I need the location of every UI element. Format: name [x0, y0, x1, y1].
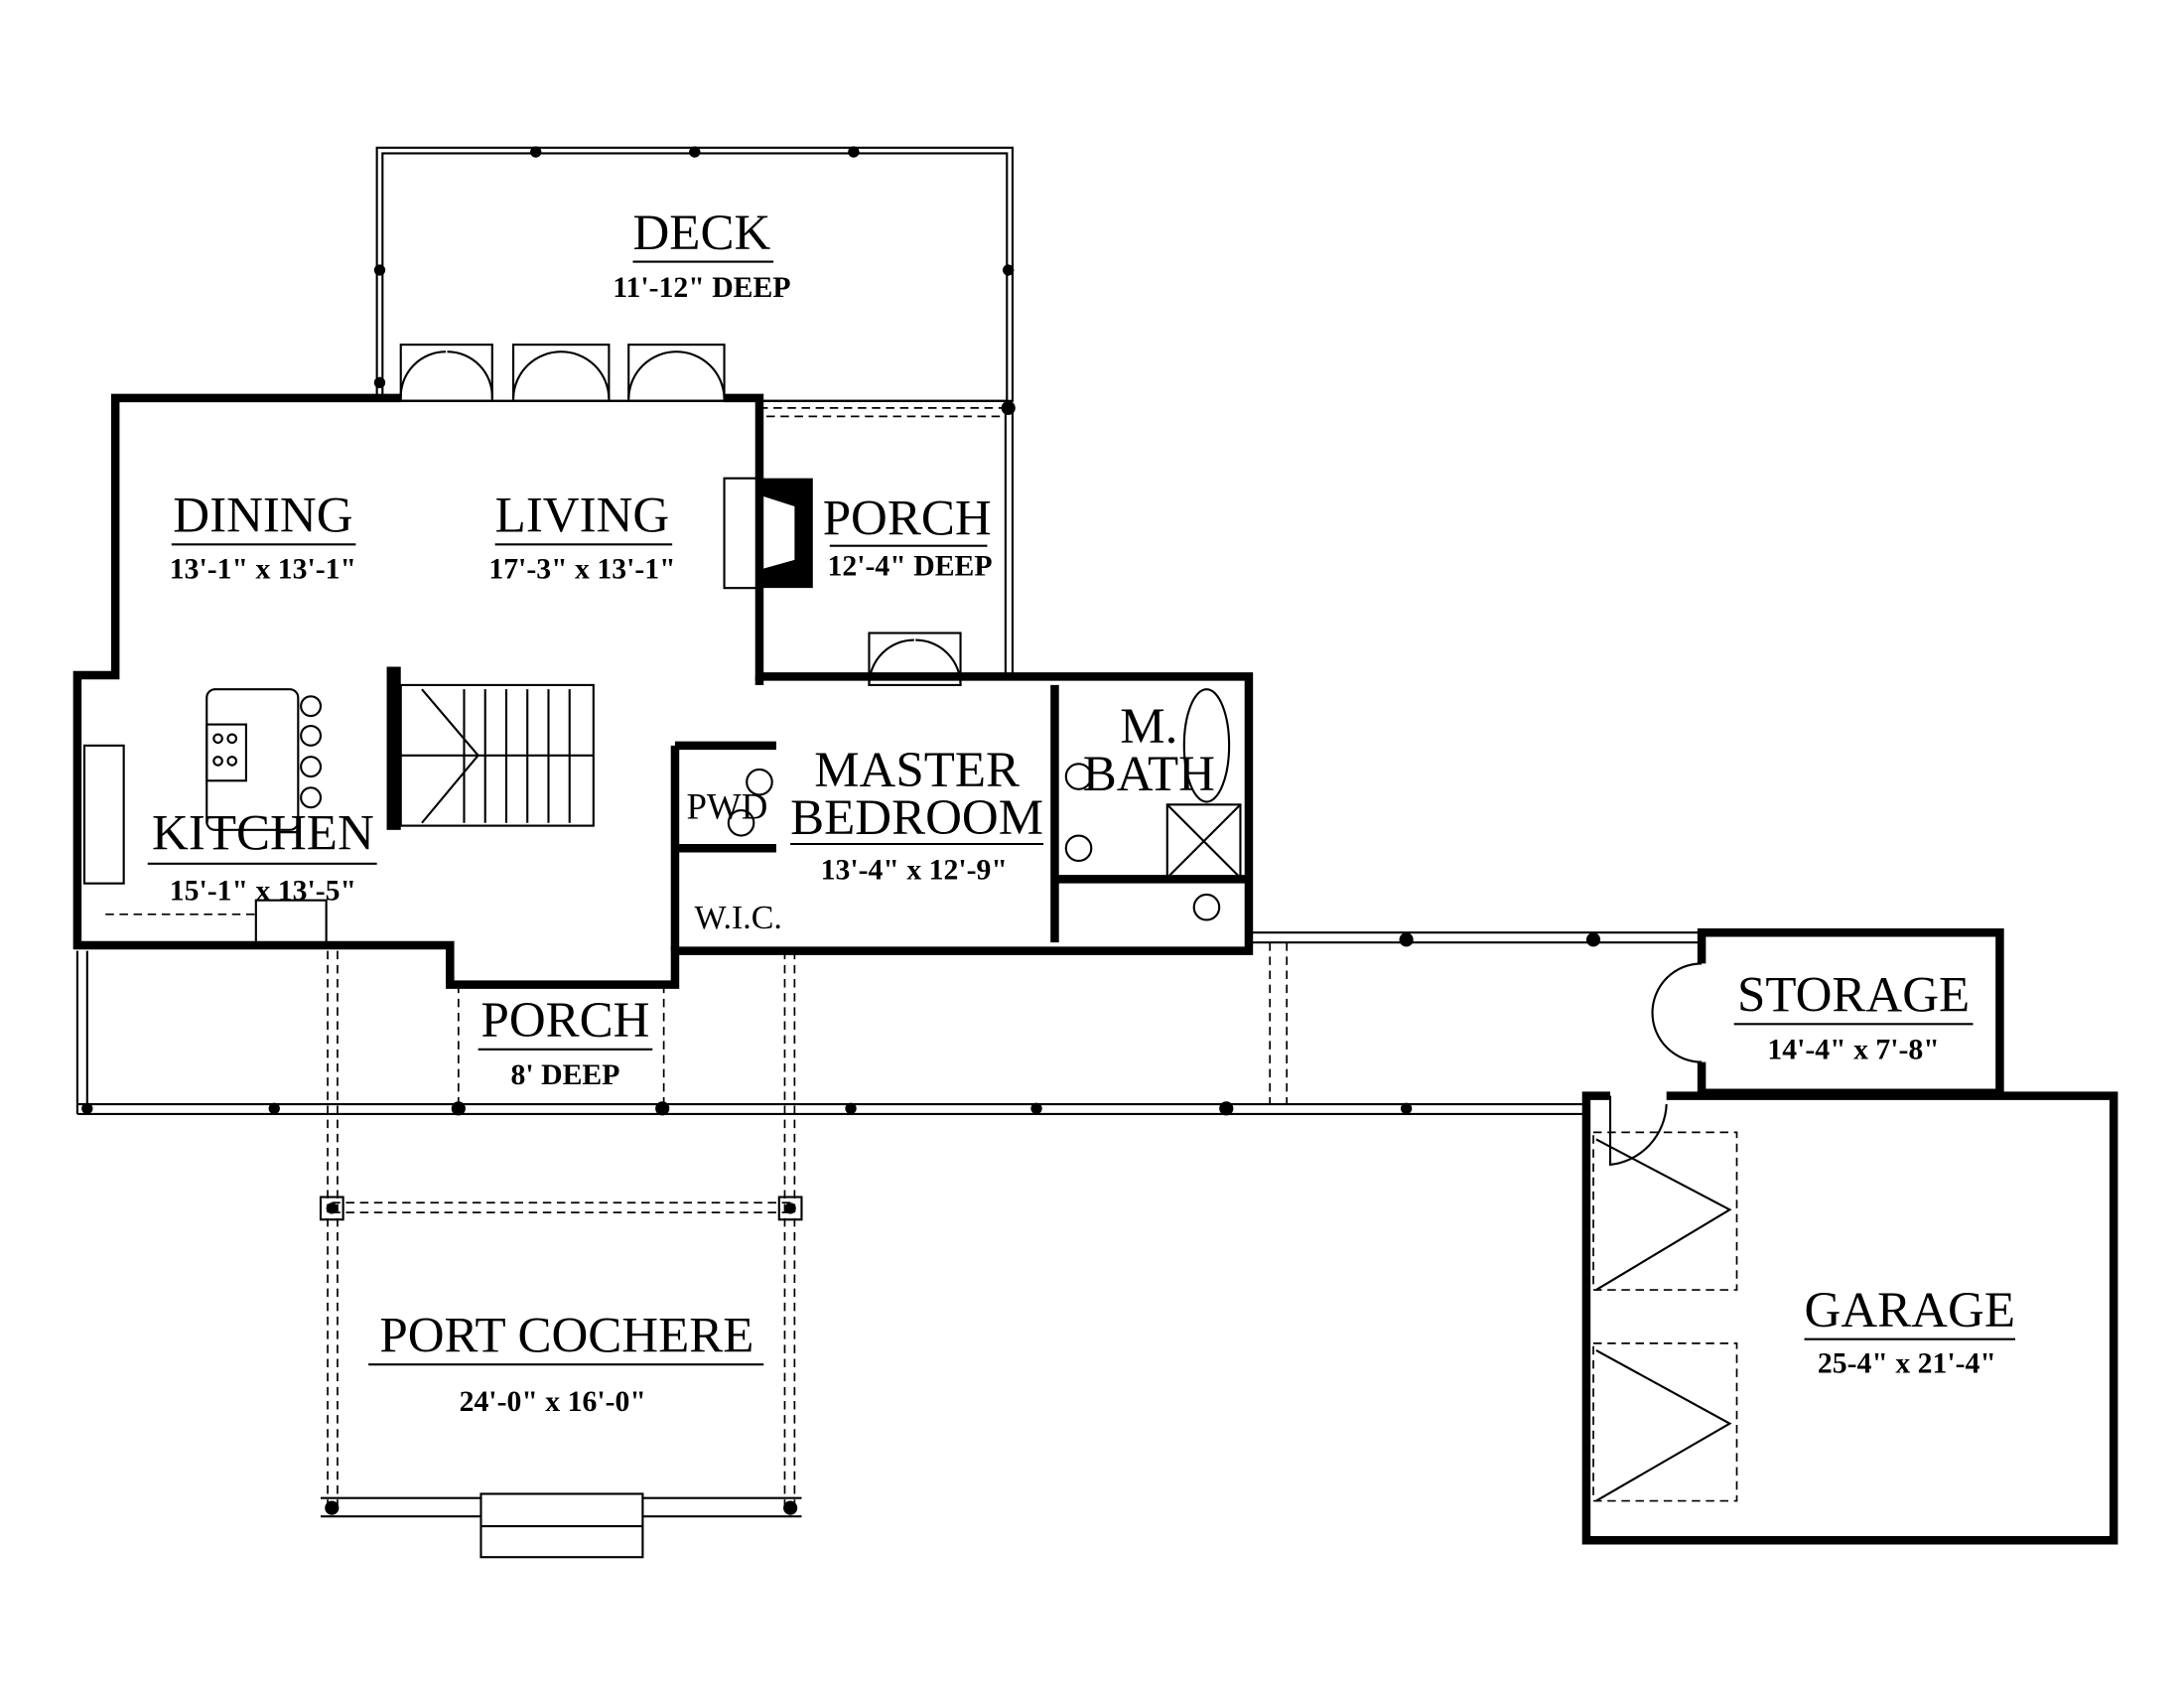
room-name: DINING — [173, 489, 352, 544]
label-walk-in-closet: W.I.C. — [695, 900, 782, 936]
kitchen-island — [82, 688, 328, 947]
label-deck: DECK 11'-12" DEEP — [613, 206, 790, 304]
deck-doors — [399, 344, 962, 686]
label-kitchen: KITCHEN 15'-1" x 13'-5" — [147, 806, 377, 908]
house-walls — [72, 393, 1254, 989]
fireplace-firebox — [758, 478, 813, 589]
label-dining: DINING 13'-1" x 13'-1" — [170, 489, 356, 586]
port-cochere — [319, 950, 803, 1559]
label-master-bath: M. BATH — [1083, 699, 1215, 802]
label-front-porch: PORCH 8' DEEP — [478, 993, 653, 1091]
room-size: 14'-4" x 7'-8" — [1767, 1034, 1939, 1066]
storage — [1651, 927, 2004, 1097]
room-size: 13'-1" x 13'-1" — [170, 552, 356, 585]
label-living: LIVING 17'-3" x 13'-1" — [488, 489, 675, 586]
label-powder-room: PWD — [686, 786, 767, 827]
room-size: 24'-0" x 16'-0" — [460, 1385, 646, 1418]
room-name: PORCH — [480, 993, 649, 1049]
room-name: PORT COCHERE — [379, 1308, 753, 1363]
label-port-cochere: PORT COCHERE 24'-0" x 16'-0" — [368, 1308, 764, 1418]
room-size: 13'-4" x 12'-9" — [821, 853, 1008, 886]
bath-fixtures — [727, 688, 1242, 921]
room-name: STORAGE — [1737, 968, 1970, 1024]
front-veranda — [75, 931, 1703, 1116]
room-name: GARAGE — [1805, 1283, 2015, 1338]
room-name-line2: BATH — [1083, 747, 1215, 802]
room-size: 8' DEEP — [511, 1058, 620, 1091]
label-rear-porch: PORCH 12'-4" DEEP — [823, 491, 993, 582]
room-name: DECK — [632, 206, 770, 261]
fireplace — [723, 477, 761, 590]
room-size: 17'-3" x 13'-1" — [488, 552, 675, 585]
garage — [1581, 1091, 2118, 1545]
room-name-line2: BEDROOM — [790, 790, 1043, 846]
label-storage: STORAGE 14'-4" x 7'-8" — [1733, 968, 1974, 1066]
room-size: 12'-4" DEEP — [828, 549, 993, 582]
stairs — [399, 683, 595, 827]
room-size: 15'-1" x 13'-5" — [170, 875, 356, 908]
room-size: 11'-12" DEEP — [613, 271, 790, 304]
room-name: M. — [1120, 699, 1177, 755]
side-porch — [758, 407, 1015, 677]
room-size: 25-4" x 21'-4" — [1818, 1347, 1996, 1380]
room-name: PORCH — [823, 491, 992, 546]
label-master-bedroom: MASTER BEDROOM 13'-4" x 12'-9" — [790, 743, 1044, 886]
room-name: LIVING — [495, 489, 670, 544]
room-name: KITCHEN — [152, 806, 374, 862]
label-garage: GARAGE 25-4" x 21'-4" — [1804, 1283, 2016, 1380]
room-name: MASTER — [814, 743, 1020, 798]
